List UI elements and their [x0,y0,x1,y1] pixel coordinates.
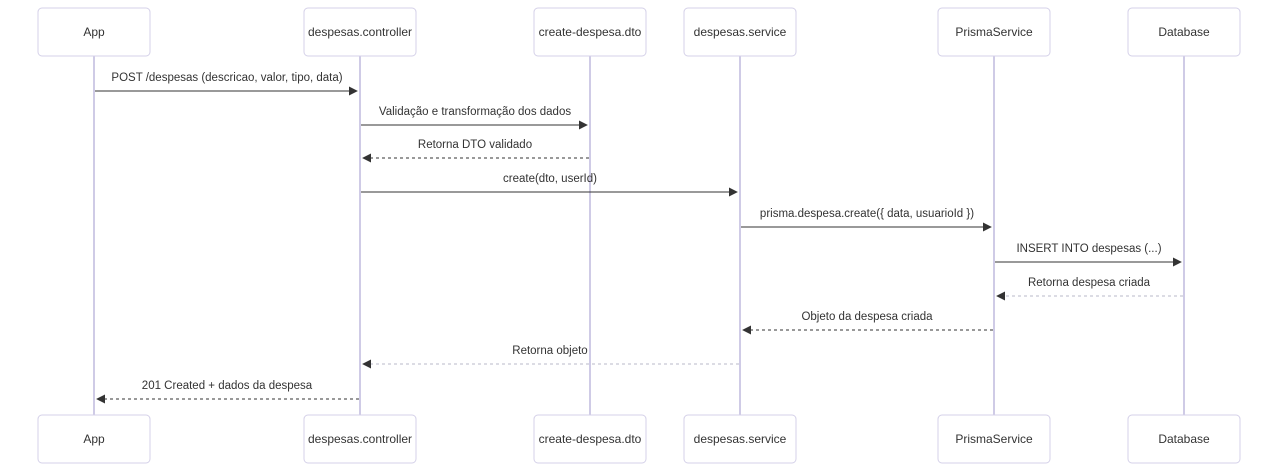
participant-box-despesas-service-top: despesas.service [683,7,797,57]
message-label: Retorna despesa criada [1028,277,1151,289]
message-label: INSERT INTO despesas (...) [1016,243,1161,255]
participant-label: PrismaService [955,25,1033,39]
participant-box-despesas-controller-top: despesas.controller [303,7,417,57]
message-label: 201 Created + dados da despesa [142,380,313,392]
message-1: POST /despesas (descricao, valor, tipo, … [95,72,358,96]
message-4: create(dto, userId) [361,173,738,197]
message-label: create(dto, userId) [503,173,597,185]
participant-rect [303,7,417,57]
participant-box-prismaservice-bottom: PrismaService [937,414,1051,464]
participant-box-despesas-controller-bottom: despesas.controller [303,414,417,464]
participant-label: App [83,432,105,446]
participant-label: App [83,25,105,39]
participant-box-database-bottom: Database [1127,414,1241,464]
message-7: Retorna despesa criada [996,277,1183,301]
participant-rect [937,414,1051,464]
participant-rect [533,414,647,464]
participant-box-database-top: Database [1127,7,1241,57]
participant-rect [937,7,1051,57]
message-label: Objeto da despesa criada [801,311,933,323]
participant-rect [683,414,797,464]
participant-label: despesas.controller [308,25,412,39]
participant-label: Database [1158,25,1210,39]
message-label: Retorna DTO validado [418,139,532,151]
message-label: Validação e transformação dos dados [379,106,571,118]
participant-label: despesas.controller [308,432,412,446]
participant-rect [1127,7,1241,57]
participant-label: create-despesa.dto [539,432,642,446]
participant-box-prismaservice-top: PrismaService [937,7,1051,57]
message-8: Objeto da despesa criada [742,311,993,335]
participant-rect [683,7,797,57]
message-label: POST /despesas (descricao, valor, tipo, … [111,72,342,84]
participant-label: despesas.service [694,432,787,446]
messages: POST /despesas (descricao, valor, tipo, … [95,72,1183,404]
participant-box-create-despesa-dto-top: create-despesa.dto [533,7,647,57]
message-3: Retorna DTO validado [362,139,589,163]
message-2: Validação e transformação dos dados [361,106,588,130]
message-label: Retorna objeto [512,345,587,357]
message-5: prisma.despesa.create({ data, usuarioId … [741,208,992,232]
message-10: 201 Created + dados da despesa [96,380,359,404]
lifelines [93,56,1185,415]
participant-box-app-bottom: App [37,414,151,464]
participant-box-app-top: App [37,7,151,57]
participant-rect [303,414,417,464]
participant-rect [37,414,151,464]
message-9: Retorna objeto [362,345,739,369]
participant-label: despesas.service [694,25,787,39]
participant-label: PrismaService [955,432,1033,446]
participant-label: Database [1158,432,1210,446]
message-6: INSERT INTO despesas (...) [995,243,1182,267]
bottom-participant-row: App despesas.controller create-despesa.dto… [37,414,1241,464]
message-label: prisma.despesa.create({ data, usuarioId … [760,208,974,220]
participant-rect [1127,414,1241,464]
participant-box-despesas-service-bottom: despesas.service [683,414,797,464]
participant-rect [37,7,151,57]
participant-box-create-despesa-dto-bottom: create-despesa.dto [533,414,647,464]
top-participant-row: App despesas.controller create-despesa.dto… [37,7,1241,57]
participant-rect [533,7,647,57]
participant-label: create-despesa.dto [539,25,642,39]
